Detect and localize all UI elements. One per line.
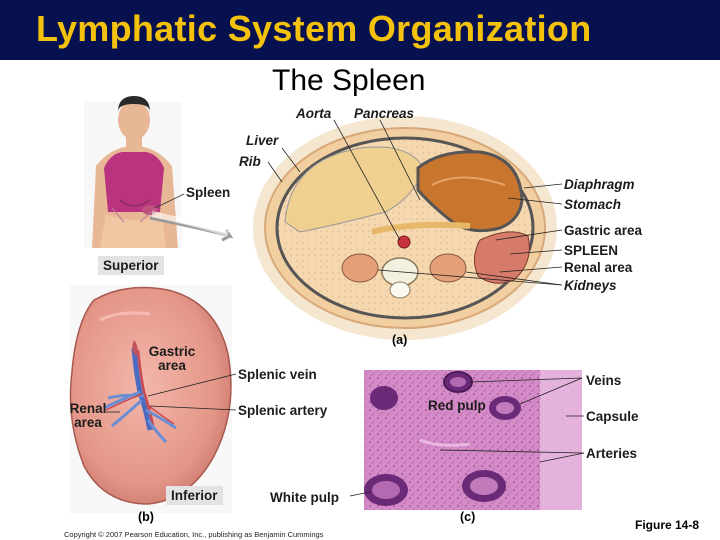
label-gastric-area-b: Gastric area <box>148 344 196 373</box>
label-gastric-area-a: Gastric area <box>564 223 643 238</box>
label-kidneys: Kidneys <box>564 278 617 293</box>
caption-b: (b) <box>138 510 154 524</box>
label-pancreas: Pancreas <box>354 106 415 121</box>
label-renal-area-a: Renal area <box>564 260 633 275</box>
slide-title: Lymphatic System Organization <box>36 8 592 49</box>
label-inferior: Inferior <box>166 486 223 505</box>
spleen-illustration <box>69 285 237 513</box>
label-liver: Liver <box>246 133 279 148</box>
caption-c: (c) <box>460 510 476 524</box>
label-diaphragm: Diaphragm <box>564 177 635 192</box>
histology-micrograph <box>349 370 585 510</box>
label-stomach: Stomach <box>564 197 622 212</box>
label-superior: Superior <box>98 256 164 275</box>
label-spleen-a: SPLEEN <box>564 243 619 258</box>
label-aorta: Aorta <box>296 106 332 121</box>
label-splenic-artery: Splenic artery <box>238 403 328 418</box>
label-renal-area-b: Renal area <box>69 401 107 430</box>
label-capsule: Capsule <box>586 409 639 424</box>
slide-subtitle: The Spleen <box>272 64 426 97</box>
copyright-text: Copyright © 2007 Pearson Education, Inc.… <box>64 530 324 539</box>
title-bar: Lymphatic System Organization <box>0 0 720 60</box>
label-veins: Veins <box>586 373 622 388</box>
label-white-pulp: White pulp <box>270 490 339 505</box>
figure-number: Figure 14-8 <box>635 518 700 532</box>
label-splenic-vein: Splenic vein <box>238 367 317 382</box>
person-illustration <box>84 96 182 248</box>
label-red-pulp: Red pulp <box>428 398 486 413</box>
label-spleen-person: Spleen <box>186 185 231 200</box>
caption-a: (a) <box>392 333 408 347</box>
label-rib: Rib <box>239 154 261 169</box>
cross-section-diagram <box>253 116 563 340</box>
label-arteries: Arteries <box>586 446 638 461</box>
